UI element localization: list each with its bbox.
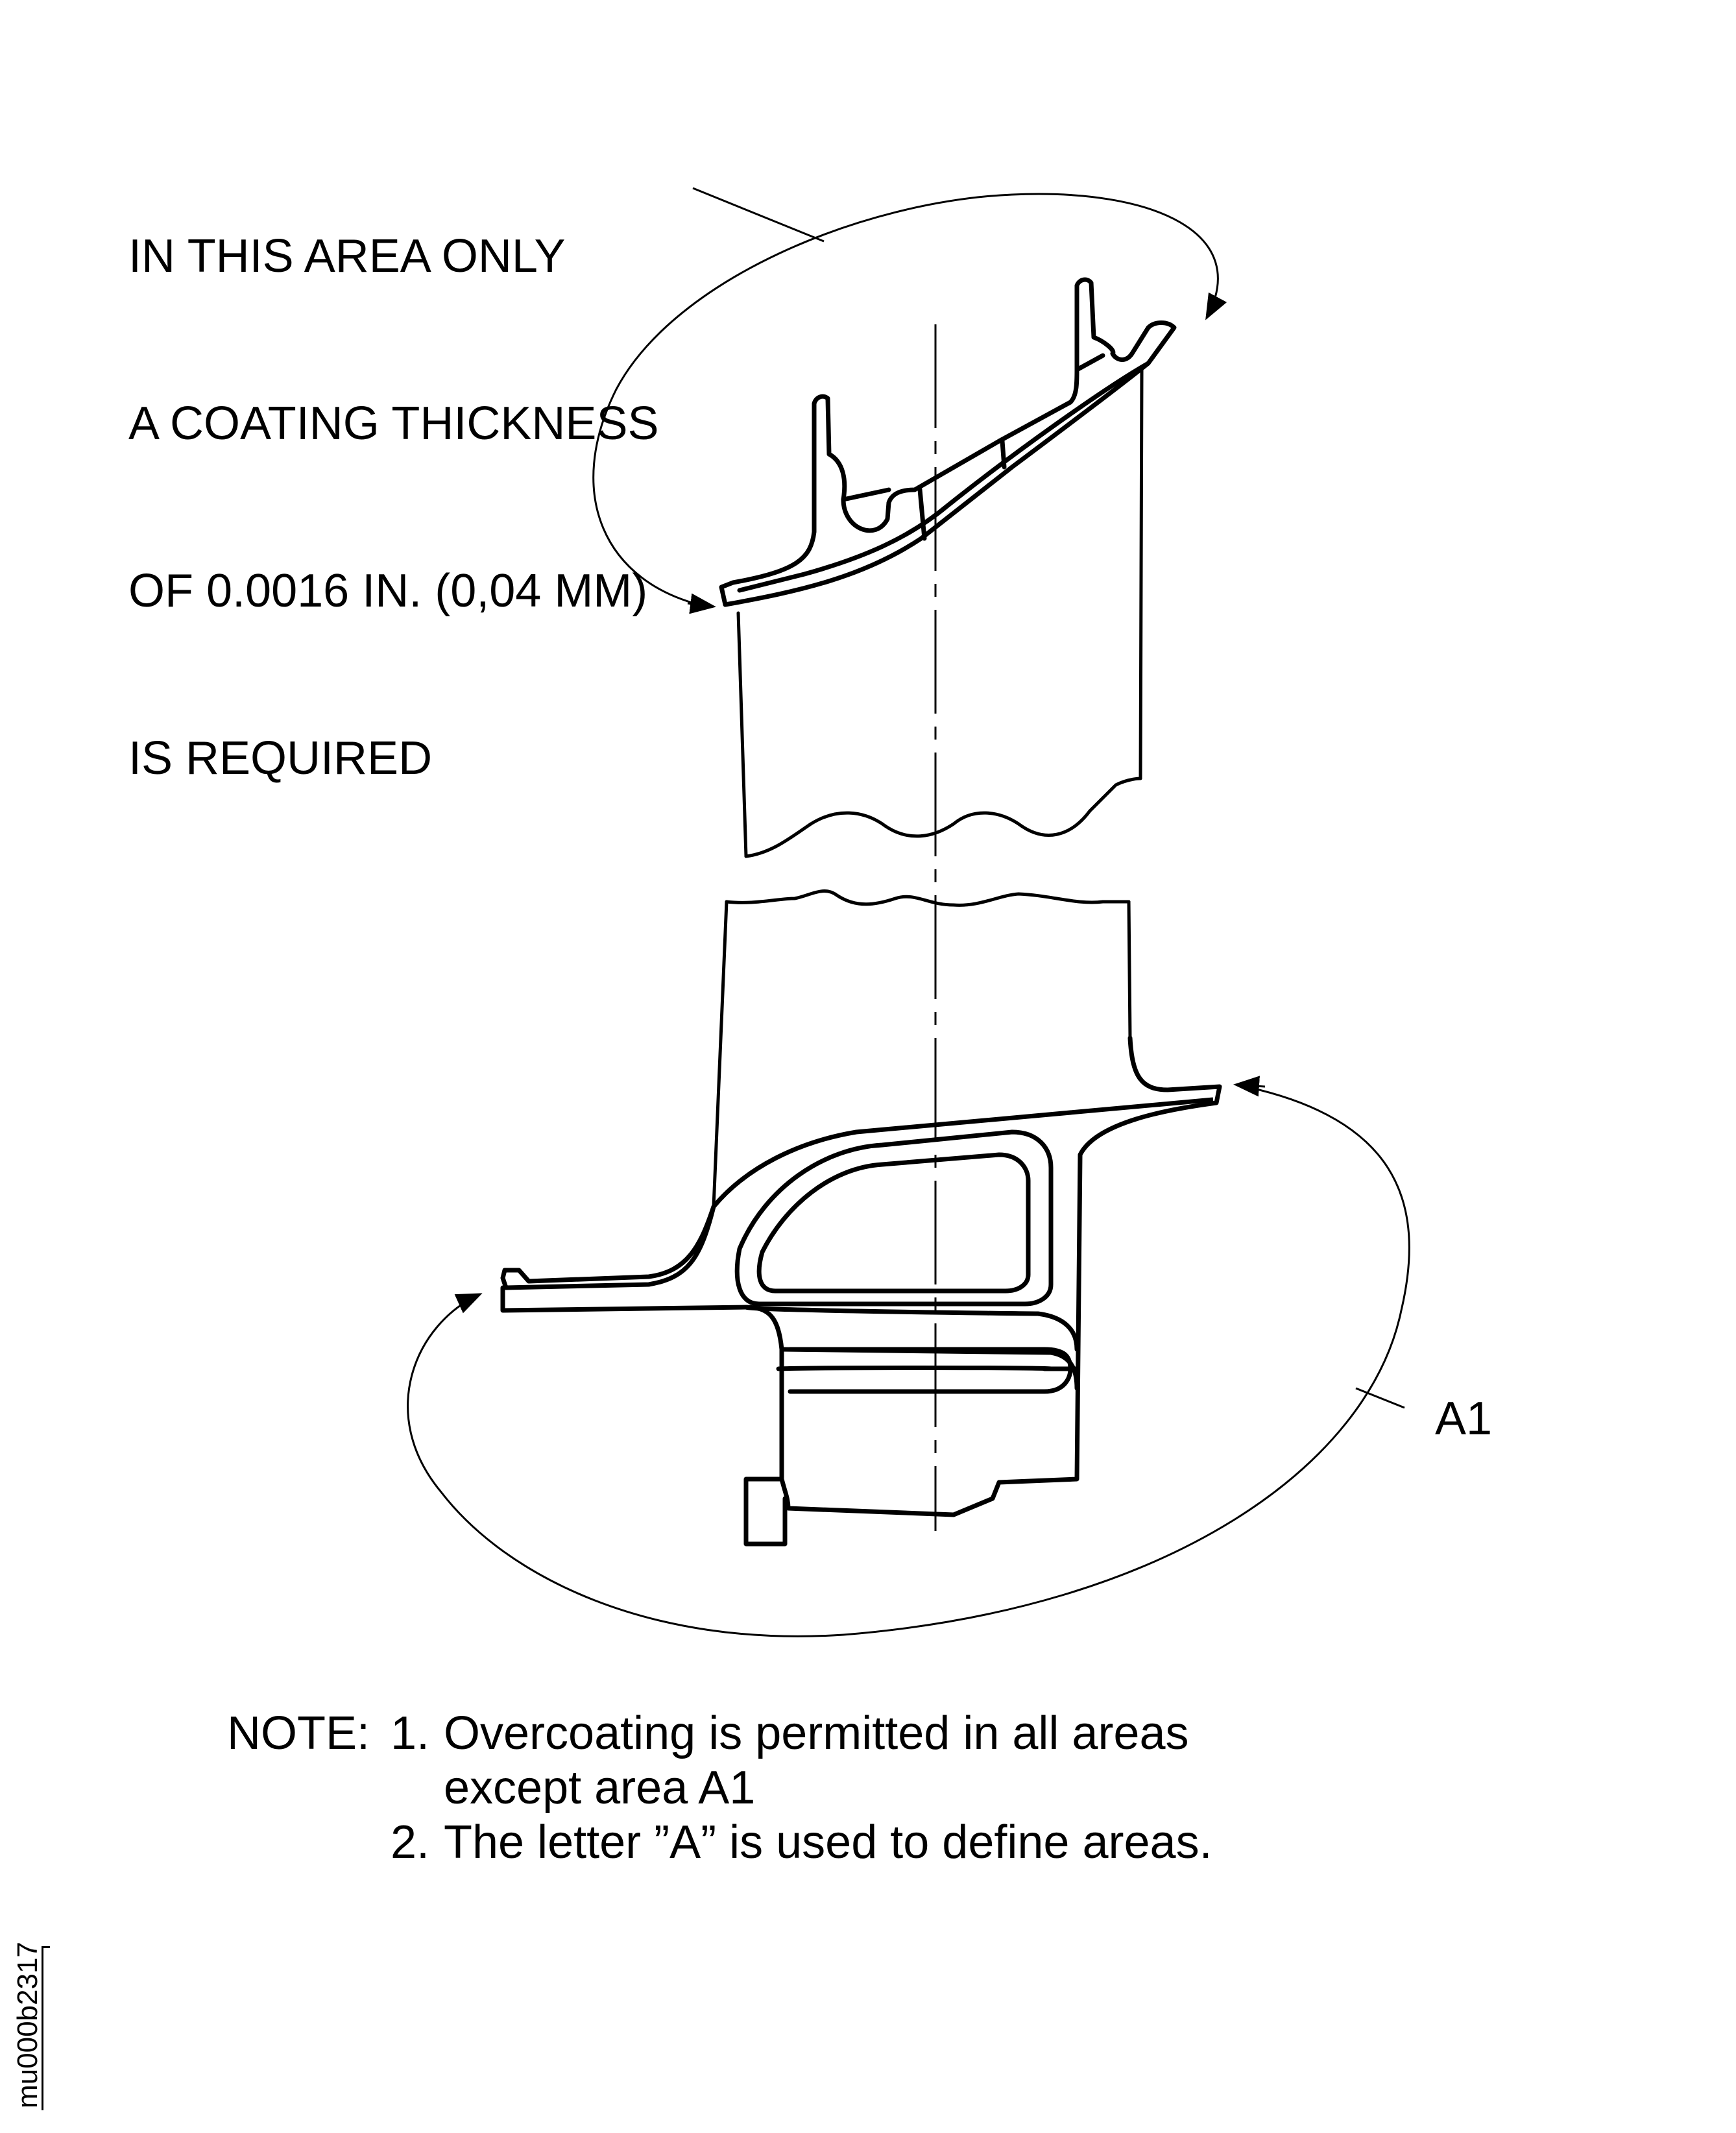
lower-area-boundary: [407, 1083, 1410, 1637]
root-cavity: [712, 1097, 1214, 1307]
coating-callout: IN THIS AREA ONLY A COATING THICKNESS OF…: [128, 117, 659, 898]
notes-block: NOTE: 1. Overcoating is permitted in all…: [227, 1706, 1212, 1870]
note-text: Overcoating is permitted in all areas: [444, 1707, 1189, 1759]
figure-id: mu000b2317: [12, 1942, 43, 2108]
callout-leader-line: [692, 187, 825, 243]
callout-line-4: IS REQUIRED: [128, 732, 433, 784]
lower-area-arrow-right: [1233, 1076, 1266, 1097]
note-item-2: 2. The letter ”A” is used to define area…: [227, 1815, 1212, 1870]
upper-shroud: [719, 277, 1177, 607]
callout-line-2: A COATING THICKNESS: [128, 398, 659, 450]
area-label-leader: [1355, 1387, 1405, 1409]
airfoil-lower: [712, 889, 1132, 1209]
figure-id-bracket: [42, 1946, 50, 2110]
note-continuation: except area A1: [444, 1762, 756, 1814]
airfoil-upper: [736, 368, 1144, 858]
note-number: 1.: [391, 1707, 430, 1759]
notes-heading: NOTE:: [227, 1707, 370, 1759]
note-item-1: NOTE: 1. Overcoating is permitted in all…: [227, 1706, 1212, 1761]
callout-line-1: IN THIS AREA ONLY: [128, 230, 566, 282]
note-number: 2.: [391, 1816, 430, 1868]
lower-platform: [500, 1035, 1222, 1547]
upper-area-boundary: [592, 193, 1227, 608]
area-label-a1: A1: [1435, 1393, 1493, 1445]
upper-area-arrow-left: [687, 593, 716, 614]
callout-line-3: OF 0.0016 IN. (0,04 MM): [128, 565, 648, 617]
note-text: The letter ”A” is used to define areas.: [444, 1816, 1212, 1868]
